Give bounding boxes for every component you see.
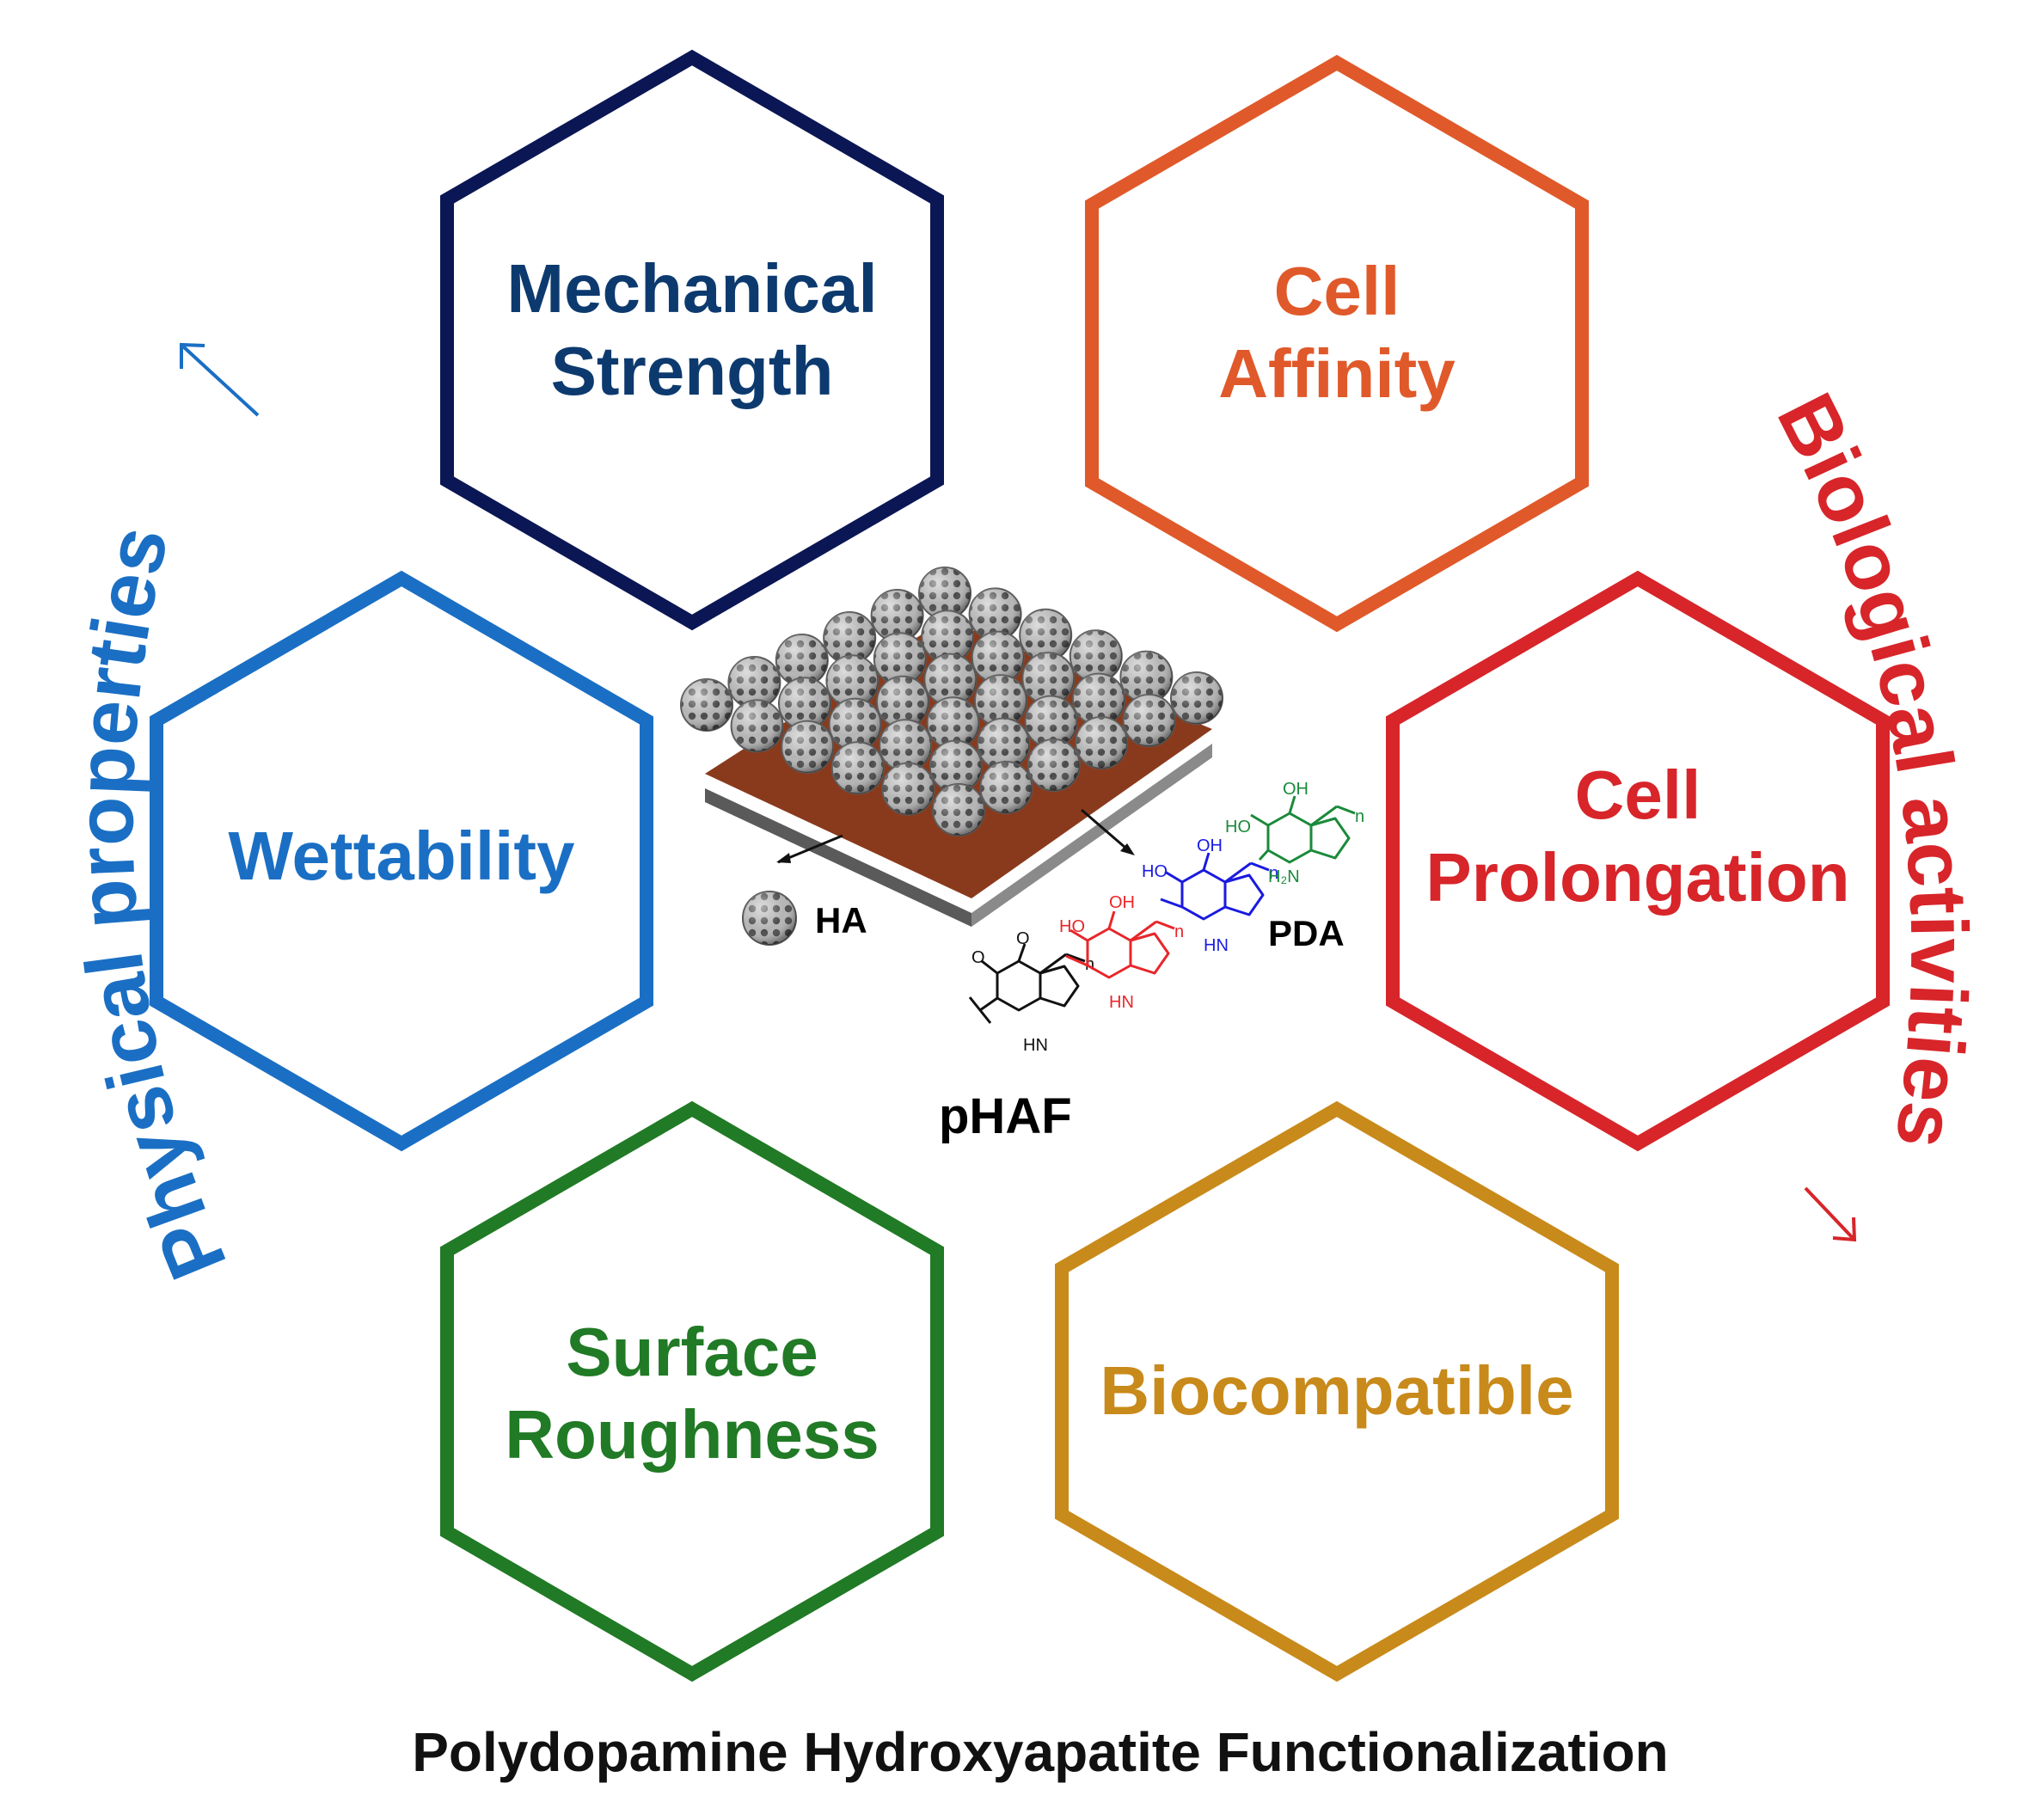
svg-text:OH: OH [1109,893,1135,912]
chem-unit-green: HO OH H₂N n [1225,780,1364,886]
hexagon-cell-affinity: Cell Affinity [1085,54,1589,633]
ha-sphere-shading [775,634,828,686]
ha-sphere-shading [728,657,781,708]
hexagon-mechanical-strength: Mechanical Strength [440,49,944,631]
ha-sphere-shading [824,612,876,664]
pointer-lines [776,808,1135,864]
arrow-down-right-icon [1804,1186,1857,1242]
hexagon-surface-roughness: Surface Roughness [440,1100,944,1682]
hex-mechanical-line-1: Mechanical [506,250,877,327]
physical-properties-label: Physical properties [59,518,243,1291]
ha-label: HA [815,900,867,941]
hex-surface-roughness-line-2: Roughness [505,1396,880,1473]
ha-sphere-shading [873,633,926,685]
ha-sphere-shading [871,590,923,641]
svg-text:H₂N: H₂N [1268,867,1300,886]
substrate-right-face [971,744,1212,927]
ha-sphere-shading [681,679,732,731]
hexagon-wettability: Wettability [150,570,653,1152]
svg-text:n: n [1269,864,1278,883]
svg-text:OH: OH [1197,836,1223,855]
substrate-front-face [705,788,971,927]
ha-legend: HA [742,891,867,946]
ha-sphere-grid [680,567,1223,836]
hex-surface-roughness-outline [440,1100,944,1682]
hex-cell-prolongation-outline [1386,570,1890,1152]
ha-sphere-shading [829,698,881,751]
ha-sphere-shading [1020,609,1072,661]
ha-sphere-shading [1120,651,1173,703]
ha-sphere-shading [978,718,1030,770]
hex-wettability-line-1: Wettability [228,818,575,894]
ha-sphere-shading [831,742,884,794]
ha-sphere-shading [1022,653,1075,705]
ha-sphere-shading [1076,717,1128,769]
diagram-caption: Polydopamine Hydroxyapatite Functionaliz… [412,1721,1669,1783]
hex-wettability-outline [150,570,653,1152]
ha-sphere-shading [1123,695,1175,746]
ha-sphere-shading [882,763,935,815]
chem-unit-black: O O HN n [968,929,1094,1055]
ha-sphere-shading [826,655,879,708]
ha-sphere-shading [781,720,834,773]
svg-text:n: n [1355,807,1364,826]
ha-sphere-shading [980,762,1033,813]
ha-sphere-shading [929,740,982,793]
svg-text:HN: HN [1204,936,1229,955]
ha-sphere-shading [880,720,932,772]
hex-cell-affinity-line-1: Cell [1274,253,1401,329]
phaf-label: pHAF [939,1088,1072,1144]
pda-label: PDA [1268,913,1345,953]
svg-text:HO: HO [1059,917,1085,936]
hex-biocompatible-outline [1055,1100,1619,1682]
hexagon-cell-prolongation: Cell Prolongation [1386,570,1890,1152]
hex-cell-affinity-outline [1085,54,1589,633]
arrow-up-right-icon [180,342,260,417]
ha-sphere-shading [779,677,830,730]
svg-text:O: O [1016,929,1030,948]
ha-sphere-shading [922,610,974,663]
svg-text:HO: HO [1225,818,1251,836]
pda-chemical-structure: O O HN n HO OH HN n HO [968,780,1364,1055]
ha-sphere-shading [933,784,984,836]
hex-mechanical-line-2: Strength [551,333,834,409]
hex-cell-affinity-line-2: Affinity [1218,335,1456,412]
chem-unit-red: HO OH HN n [1059,893,1184,1012]
svg-text:n: n [1085,955,1094,974]
svg-text:n: n [1174,922,1184,941]
hex-mechanical-outline [440,49,944,631]
ha-sphere-shading [927,697,979,750]
ha-sphere-shading [1073,673,1125,726]
hex-cell-prolongation-line-1: Cell [1575,757,1701,833]
svg-text:HN: HN [1109,993,1134,1012]
ha-sphere-shading [924,653,977,706]
svg-text:O: O [971,948,985,967]
ha-sphere-shading [971,631,1024,683]
svg-text:OH: OH [1283,780,1309,799]
ha-sphere-shading [919,567,971,619]
chem-unit-blue: HO OH HN n [1142,836,1278,955]
pHAF-scaffold-illustration [680,567,1223,927]
ha-sphere-shading [1070,630,1122,683]
hexagon-biocompatible: Biocompatible [1055,1100,1619,1682]
ha-sphere-shading [731,700,783,752]
ha-sphere-shading [877,676,929,728]
svg-text:HN: HN [1023,1036,1048,1055]
hex-surface-roughness-line-1: Surface [566,1314,818,1390]
biological-activities-label: Biological activities [1761,380,1985,1155]
ha-sphere-shading [1025,696,1077,748]
ha-sphere-shading [975,675,1027,727]
ha-sphere-shading [1171,672,1223,724]
ha-sphere-shading [1027,739,1080,791]
svg-text:HO: HO [1142,862,1168,881]
hex-cell-prolongation-line-2: Prolongation [1425,839,1849,916]
ha-sphere-shading [969,588,1021,640]
hex-biocompatible-line-1: Biocompatible [1100,1352,1573,1429]
